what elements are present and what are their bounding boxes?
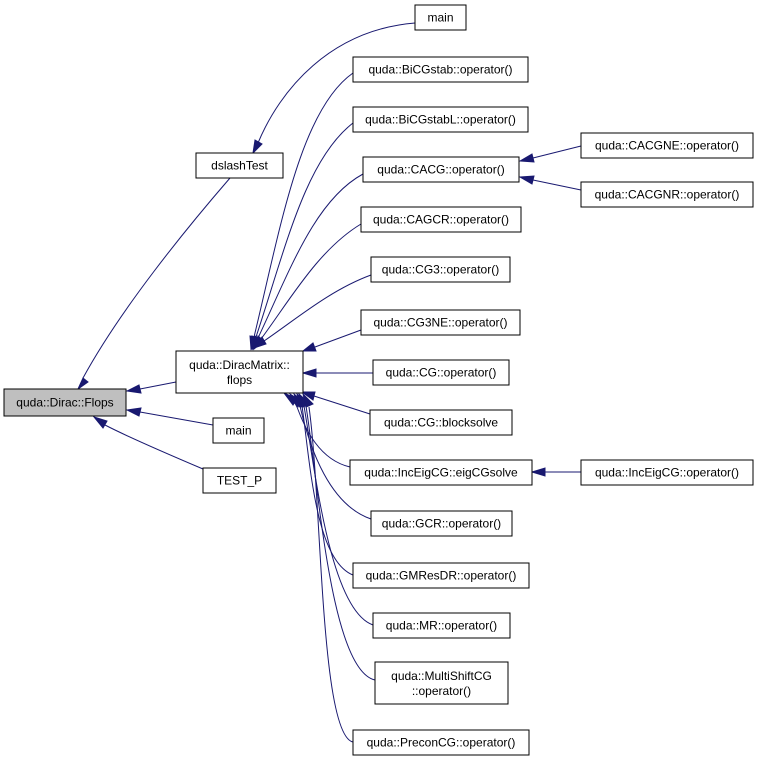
node-label: main <box>427 11 453 25</box>
node-bicgstabl[interactable]: quda::BiCGstabL::operator() <box>352 106 529 133</box>
node-diracmatrix-flops[interactable]: quda::DiracMatrix:: flops <box>175 350 304 394</box>
edge-multishift-to-diracmatrix <box>297 392 376 681</box>
node-bicgstab[interactable]: quda::BiCGstab::operator() <box>352 56 529 83</box>
node-dirac-flops[interactable]: quda::Dirac::Flops <box>3 388 127 417</box>
edge-cg3-to-diracmatrix <box>252 274 372 349</box>
node-label: quda::CACGNE::operator() <box>595 139 739 153</box>
edge-testp-to-dirac-flops <box>92 416 204 470</box>
node-label: quda::CG::blocksolve <box>384 416 498 430</box>
node-label: quda::PreconCG::operator() <box>367 736 516 750</box>
node-label: quda::CAGCR::operator() <box>373 213 509 227</box>
node-label: quda::CG::operator() <box>386 366 497 380</box>
edge-preconcg-to-diracmatrix <box>302 392 354 743</box>
node-gmresdr[interactable]: quda::GMResDR::operator() <box>352 562 530 589</box>
node-label: quda::Dirac::Flops <box>16 396 113 410</box>
graph-edges <box>76 22 582 743</box>
node-label: quda::MultiShiftCG <box>391 669 492 683</box>
node-cg3ne[interactable]: quda::CG3NE::operator() <box>360 309 521 336</box>
node-cagcr[interactable]: quda::CAGCR::operator() <box>360 206 522 233</box>
edge-main-mid-to-dirac-flops <box>125 407 214 426</box>
node-inceig-operator[interactable]: quda::IncEigCG::operator() <box>580 459 754 486</box>
edge-cacgnr-to-cacg <box>518 175 582 191</box>
node-label: TEST_P <box>217 474 262 488</box>
node-main-top[interactable]: main <box>414 4 467 31</box>
node-cacg[interactable]: quda::CACG::operator() <box>362 156 520 183</box>
node-multishiftcg-line2: ::operator() <box>412 684 471 698</box>
node-label: quda::DiracMatrix:: <box>189 358 290 372</box>
edge-mr-to-diracmatrix <box>295 392 374 626</box>
node-label: quda::MR::operator() <box>386 619 497 633</box>
edge-main-top-to-dslashtest <box>252 22 416 155</box>
node-label: quda::IncEigCG::operator() <box>595 466 739 480</box>
node-cacgne[interactable]: quda::CACGNE::operator() <box>580 132 754 159</box>
node-label: quda::IncEigCG::eigCGsolve <box>364 466 518 480</box>
node-main-mid[interactable]: main <box>212 417 265 444</box>
node-preconcg[interactable]: quda::PreconCG::operator() <box>352 729 530 756</box>
node-gcr[interactable]: quda::GCR::operator() <box>370 510 513 537</box>
node-label: quda::GMResDR::operator() <box>366 569 517 583</box>
edge-cacgne-to-cacg <box>518 145 582 163</box>
node-cg3[interactable]: quda::CG3::operator() <box>370 256 511 283</box>
edge-cg-to-diracmatrix <box>301 368 373 378</box>
node-label: main <box>225 424 251 438</box>
edge-diracmatrix-to-dirac-flops <box>125 381 177 394</box>
node-cg-blocksolve[interactable]: quda::CG::blocksolve <box>369 409 513 436</box>
edge-inceig-op-to-eigcg <box>530 467 581 477</box>
node-label: quda::GCR::operator() <box>382 517 501 531</box>
node-label: quda::CG3NE::operator() <box>373 316 507 330</box>
edge-gcr-to-diracmatrix <box>288 392 372 520</box>
node-label: quda::BiCGstab::operator() <box>368 63 512 77</box>
node-label: ::operator() <box>412 684 471 698</box>
node-label: quda::CACG::operator() <box>377 163 504 177</box>
edge-cg-blocksolve-to-diracmatrix <box>300 391 371 415</box>
node-test-p[interactable]: TEST_P <box>202 467 277 494</box>
node-label: flops <box>227 373 252 387</box>
node-dslashtest[interactable]: dslashTest <box>195 152 284 179</box>
node-label: quda::BiCGstabL::operator() <box>365 113 516 127</box>
node-inceig-eigcgsolve[interactable]: quda::IncEigCG::eigCGsolve <box>349 459 533 486</box>
node-multishiftcg[interactable]: quda::MultiShiftCG <box>374 661 509 705</box>
node-cacgnr[interactable]: quda::CACGNR::operator() <box>580 181 754 208</box>
graph-nodes: quda::Dirac::Flops quda::DiracMatrix:: f… <box>3 4 754 756</box>
node-mr[interactable]: quda::MR::operator() <box>372 612 511 639</box>
node-label: quda::CACGNR::operator() <box>595 188 740 202</box>
edge-cacg-to-diracmatrix <box>252 173 364 351</box>
edge-cg3ne-to-diracmatrix <box>301 329 362 352</box>
edge-dslashtest-to-dirac-flops <box>76 177 231 391</box>
node-label: dslashTest <box>211 159 268 173</box>
node-cg[interactable]: quda::CG::operator() <box>372 359 510 386</box>
node-label: quda::CG3::operator() <box>382 263 499 277</box>
